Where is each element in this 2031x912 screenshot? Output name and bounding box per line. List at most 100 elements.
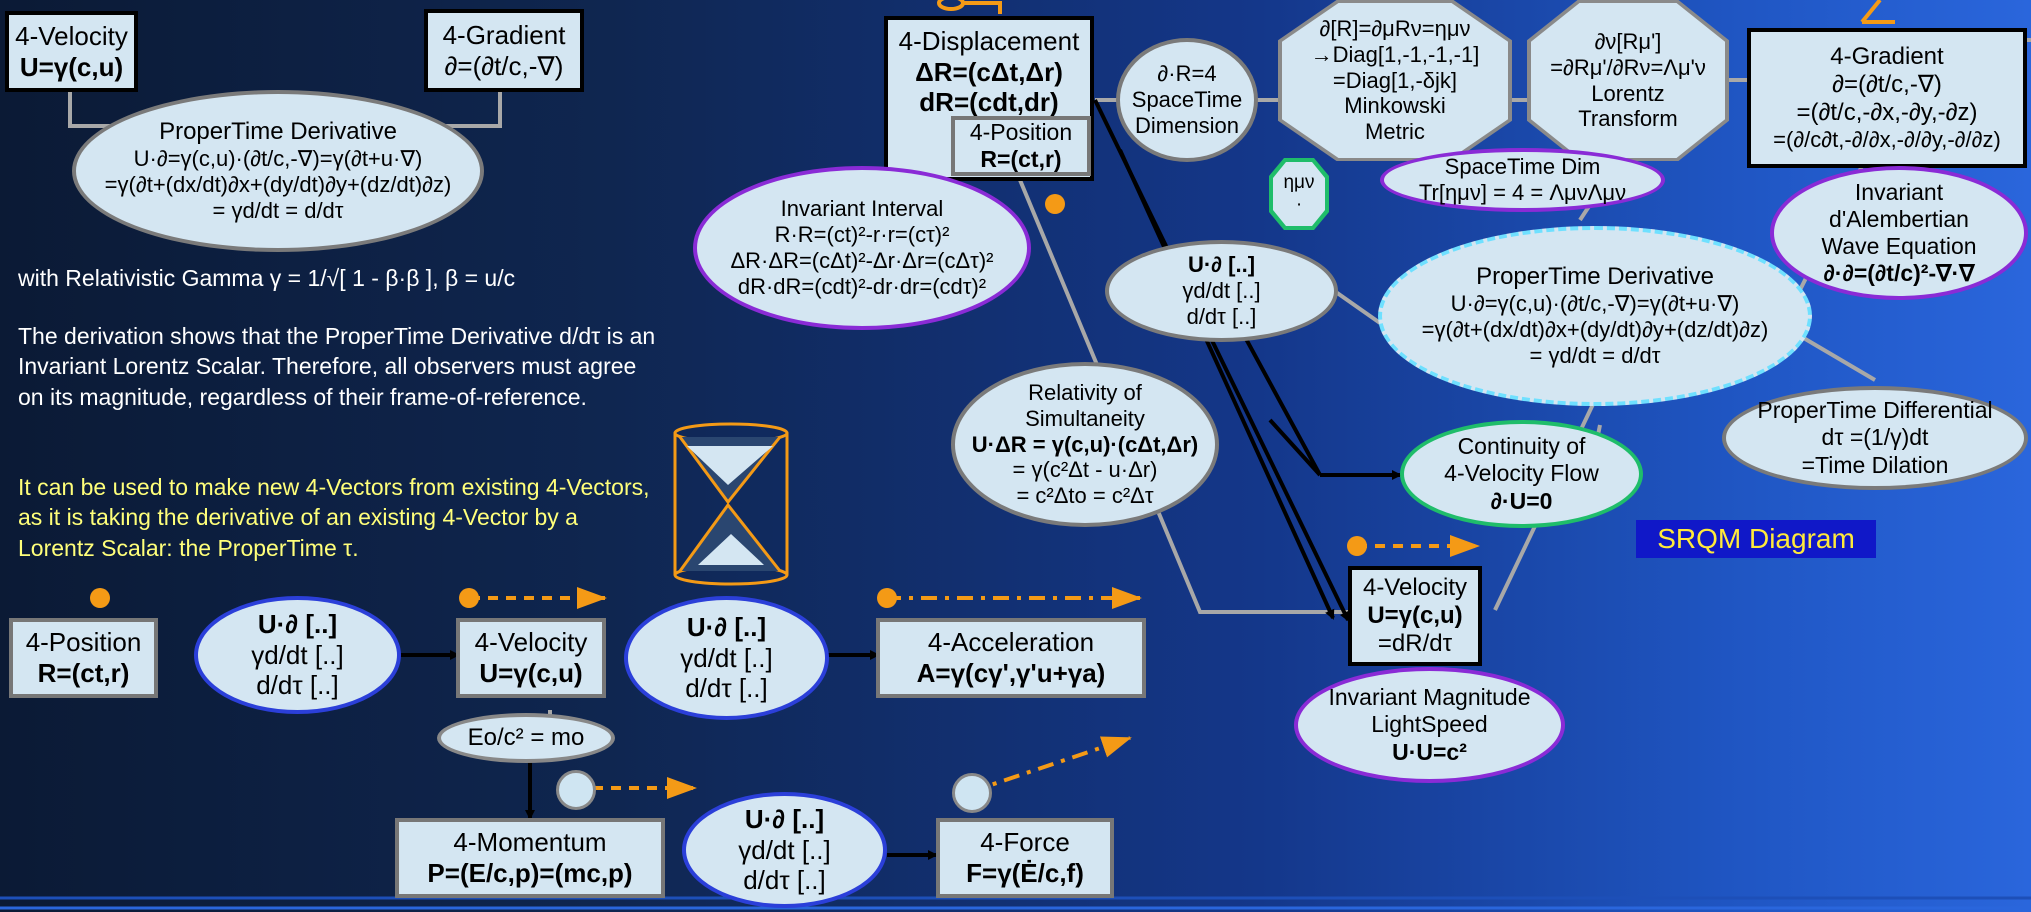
srqm-diagram-label: SRQM Diagram bbox=[1636, 520, 1876, 558]
interval-line2: ΔR·ΔR=(cΔt)²-Δr·Δr=(cΔτ)² bbox=[730, 248, 994, 273]
force-dot bbox=[952, 773, 992, 813]
spacetime-dimension[interactable]: ∂·R=4 SpaceTime Dimension bbox=[1116, 38, 1258, 162]
acceleration-dot bbox=[877, 588, 897, 608]
center-velocity-line2: =dR/dτ bbox=[1377, 630, 1453, 658]
lorentz-line1: ∂ν[Rμ'] bbox=[1594, 28, 1662, 54]
chain-acceleration-formula: A=γ(cγ',γ'u+γa) bbox=[916, 658, 1106, 688]
rest-mass-text: Eo/c² = mo bbox=[467, 723, 585, 751]
continuity-line2: 4-Velocity Flow bbox=[1444, 460, 1599, 487]
dalembertian-wave-equation[interactable]: Invariant d'Alembertian Wave Equation ∂·… bbox=[1770, 166, 2028, 300]
center-velocity-box[interactable]: 4-Velocity U=γ(c,u) =dR/dτ bbox=[1348, 566, 1482, 666]
magnitude-line3: U·U=c² bbox=[1392, 738, 1467, 765]
chain-velocity-formula: U=γ(c,u) bbox=[479, 658, 583, 688]
continuity-line3: ∂·U=0 bbox=[1490, 487, 1553, 514]
chain-momentum-title: 4-Momentum bbox=[453, 827, 607, 858]
chain-operator-3[interactable]: U·∂ [..] γd/dt [..] d/dτ [..] bbox=[682, 792, 887, 908]
right-ptd-title: ProperTime Derivative bbox=[1476, 262, 1714, 290]
eta-symbol[interactable]: ημν · bbox=[1273, 162, 1325, 226]
relativity-of-simultaneity[interactable]: Relativity of Simultaneity U·ΔR = γ(c,u)… bbox=[951, 362, 1219, 527]
right-gradient-title: 4-Gradient bbox=[1830, 42, 1944, 70]
dalembert-line3: Wave Equation bbox=[1821, 233, 1977, 259]
right-gradient-line3: =(∂/c∂t,-∂/∂x,-∂/∂y,-∂/∂z) bbox=[1773, 127, 2001, 153]
lorentz-line3: Lorentz bbox=[1591, 80, 1665, 106]
displacement-line1: ΔR=(cΔt,Δr) bbox=[915, 56, 1063, 87]
ros-title: Relativity of Simultaneity bbox=[1025, 379, 1145, 431]
chain-velocity-box[interactable]: 4-Velocity U=γ(c,u) bbox=[456, 618, 606, 698]
chain-op1-line2: γd/dt [..] bbox=[251, 639, 344, 670]
center-velocity-title: 4-Velocity bbox=[1362, 573, 1468, 601]
right-ptd-line2: =γ(∂t+(dx/dt)∂x+(dy/dt)∂y+(dz/dt)∂z) bbox=[1421, 317, 1769, 343]
center-position-title: 4-Position bbox=[969, 118, 1073, 145]
top-left-gradient-formula: ∂=(∂t/c,-∇) bbox=[444, 50, 564, 81]
center-velocity-formula: U=γ(c,u) bbox=[1367, 601, 1463, 629]
derivation-paragraph: The derivation shows that the ProperTime… bbox=[18, 323, 656, 410]
right-gradient-line2: =(∂t/c,-∂x,-∂y,-∂z) bbox=[1796, 99, 1978, 127]
chain-acceleration-box[interactable]: 4-Acceleration A=γ(cγ',γ'u+γa) bbox=[876, 618, 1146, 698]
dilation-line3: =Time Dilation bbox=[1801, 451, 1949, 478]
chain-position-formula: R=(ct,r) bbox=[37, 658, 130, 688]
displacement-dot bbox=[1045, 194, 1065, 214]
chain-operator-2[interactable]: U·∂ [..] γd/dt [..] d/dτ [..] bbox=[624, 596, 829, 720]
chain-op2-line3: d/dτ [..] bbox=[685, 673, 768, 704]
magnitude-line1: Invariant Magnitude bbox=[1328, 684, 1531, 711]
invariant-interval[interactable]: Invariant Interval R·R=(ct)²-r·r=(cτ)² Δ… bbox=[693, 166, 1031, 330]
invariant-magnitude[interactable]: Invariant Magnitude LightSpeed U·U=c² bbox=[1294, 667, 1565, 783]
chain-acceleration-title: 4-Acceleration bbox=[927, 627, 1095, 658]
usage-paragraph: It can be used to make new 4-Vectors fro… bbox=[18, 474, 650, 561]
interval-title: Invariant Interval bbox=[780, 196, 944, 222]
chain-op1-line1: U·∂ [..] bbox=[257, 608, 338, 639]
chain-op1-line3: d/dτ [..] bbox=[256, 670, 339, 701]
magnitude-line2: LightSpeed bbox=[1371, 711, 1488, 738]
chain-position-title: 4-Position bbox=[25, 627, 142, 658]
center-position-box[interactable]: 4-Position R=(ct,r) bbox=[951, 116, 1091, 176]
ros-line3: = c²Δto = c²Δτ bbox=[1016, 483, 1154, 509]
dim-line2: SpaceTime bbox=[1131, 87, 1243, 113]
dim-line1: ∂·R=4 bbox=[1157, 61, 1217, 87]
metric-line4: Minkowski bbox=[1344, 93, 1446, 119]
interval-line3: dR·dR=(cdt)²-dr·dr=(cdτ)² bbox=[737, 273, 987, 299]
metric-line2: →Diag[1,-1,-1,-1] bbox=[1310, 41, 1480, 67]
center-operator[interactable]: U·∂ [..] γd/dt [..] d/dτ [..] bbox=[1105, 240, 1338, 342]
metric-line1: ∂[R]=∂μRν=ημν bbox=[1319, 15, 1471, 41]
displacement-title: 4-Displacement bbox=[898, 26, 1080, 56]
center-op-line1: U·∂ [..] bbox=[1187, 252, 1256, 278]
chain-op3-line2: γd/dt [..] bbox=[738, 834, 831, 865]
interval-line1: R·R=(ct)²-r·r=(cτ)² bbox=[774, 222, 950, 248]
chain-position-box[interactable]: 4-Position R=(ct,r) bbox=[9, 618, 158, 698]
chain-force-title: 4-Force bbox=[980, 827, 1070, 858]
right-gradient-box[interactable]: 4-Gradient ∂=(∂t/c,-∇) =(∂t/c,-∂x,-∂y,-∂… bbox=[1747, 28, 2027, 168]
ros-line2: = γ(c²Δt - u·Δr) bbox=[1012, 457, 1158, 483]
chain-op2-line2: γd/dt [..] bbox=[680, 642, 773, 673]
chain-velocity-title: 4-Velocity bbox=[474, 627, 588, 658]
dalembert-line2: d'Alembertian bbox=[1829, 205, 1969, 232]
top-left-ptd-line1: U·∂=γ(c,u)·(∂t/c,-∇)=γ(∂t+u·∇) bbox=[133, 146, 423, 172]
ros-line1: U·ΔR = γ(c,u)·(cΔt,Δr) bbox=[971, 431, 1199, 457]
chain-operator-1[interactable]: U·∂ [..] γd/dt [..] d/dτ [..] bbox=[194, 596, 401, 714]
time-dilation[interactable]: ProperTime Differential dτ =(1/γ)dt =Tim… bbox=[1722, 386, 2028, 490]
top-left-velocity-box[interactable]: 4-Velocity U=γ(c,u) bbox=[5, 11, 138, 92]
center-op-line3: d/dτ [..] bbox=[1186, 303, 1257, 329]
dilation-line2: dτ =(1/γ)dt bbox=[1821, 424, 1929, 451]
center-op-line2: γd/dt [..] bbox=[1182, 278, 1261, 304]
right-gradient-line1: ∂=(∂t/c,-∇) bbox=[1832, 70, 1942, 98]
lorentz-transform[interactable]: ∂ν[Rμ'] =∂Rμ'/∂Rν=Λμ'ν Lorentz Transform bbox=[1531, 3, 1725, 158]
eta-dot: · bbox=[1295, 194, 1303, 215]
minkowski-metric[interactable]: ∂[R]=∂μRν=ημν →Diag[1,-1,-1,-1] =Diag[1,… bbox=[1282, 3, 1508, 158]
rest-mass-ellipse[interactable]: Eo/c² = mo bbox=[437, 713, 615, 763]
dim-line3: Dimension bbox=[1135, 112, 1239, 138]
continuity-velocity-flow[interactable]: Continuity of 4-Velocity Flow ∂·U=0 bbox=[1400, 420, 1643, 528]
top-left-velocity-title: 4-Velocity bbox=[15, 20, 128, 51]
chain-momentum-box[interactable]: 4-Momentum P=(E/c,p)=(mc,p) bbox=[395, 818, 665, 898]
dalembert-line4: ∂·∂=(∂t/c)²-∇·∇ bbox=[1823, 260, 1975, 287]
metric-line5: Metric bbox=[1365, 119, 1425, 145]
top-left-propertime-derivative[interactable]: ProperTime Derivative U·∂=γ(c,u)·(∂t/c,-… bbox=[72, 90, 484, 252]
chain-force-box[interactable]: 4-Force F=γ(Ė/c,f) bbox=[936, 818, 1114, 898]
dalembert-line1: Invariant bbox=[1854, 178, 1944, 205]
center-position-formula: R=(ct,r) bbox=[980, 146, 1062, 172]
spacetime-dim-trace[interactable]: SpaceTime Dim Tr[ημν] = 4 = ΛμνΛμν bbox=[1380, 148, 1665, 212]
right-propertime-derivative[interactable]: ProperTime Derivative U·∂=γ(c,u)·(∂t/c,-… bbox=[1378, 226, 1812, 406]
lorentz-line4: Transform bbox=[1578, 106, 1678, 132]
top-left-gradient-box[interactable]: 4-Gradient ∂=(∂t/c,-∇) bbox=[424, 9, 584, 92]
top-left-gradient-title: 4-Gradient bbox=[442, 19, 566, 50]
top-left-ptd-line2: =γ(∂t+(dx/dt)∂x+(dy/dt)∂y+(dz/dt)∂z) bbox=[104, 172, 452, 198]
